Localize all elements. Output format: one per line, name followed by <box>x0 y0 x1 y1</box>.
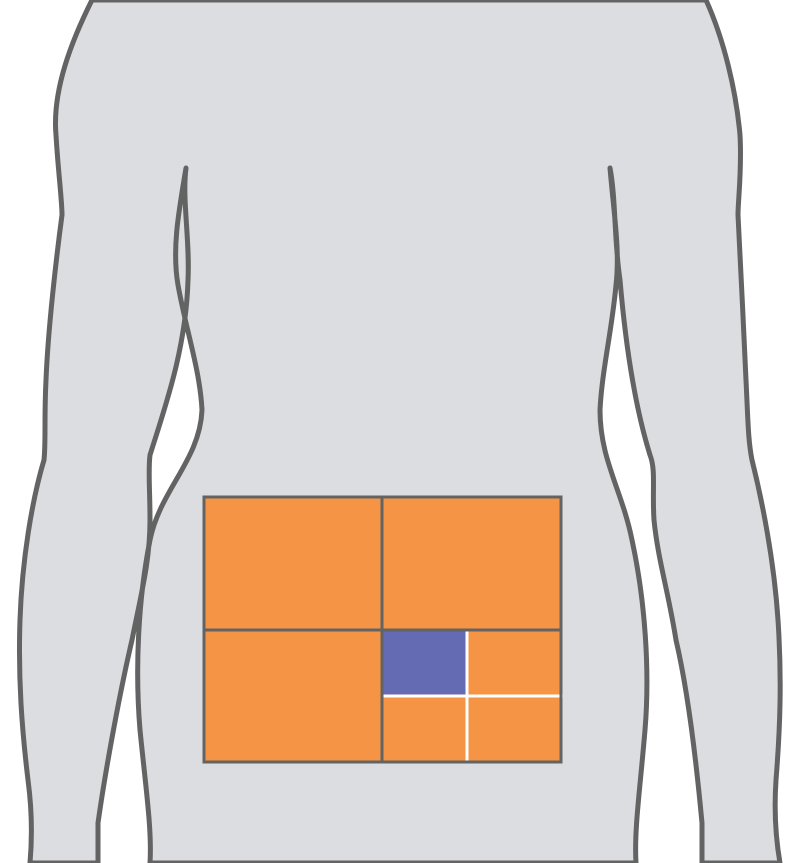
lower-right-subcell-top-left <box>382 630 467 696</box>
lower-right-subcell-top-right <box>467 630 561 696</box>
lower-right-subcell-bottom-right <box>467 696 561 762</box>
lower-right-subcell-bottom-left <box>382 696 467 762</box>
upper-right-quadrant <box>382 497 561 630</box>
upper-left-quadrant <box>204 497 382 630</box>
lower-left-quadrant <box>204 630 382 762</box>
lower-right-quadrant <box>382 630 563 762</box>
abdominal-regions <box>202 495 563 764</box>
